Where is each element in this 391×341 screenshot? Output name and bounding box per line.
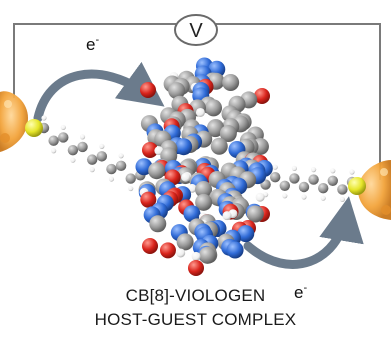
- hydrogen-atom: [128, 185, 134, 192]
- carbon-atom: [48, 135, 59, 146]
- carbon-atom: [86, 154, 98, 165]
- hydrogen-atom: [339, 196, 345, 202]
- oxygen-atom: [140, 82, 156, 98]
- sulfur-atom: [348, 177, 366, 195]
- electron-label-left: e-: [86, 34, 99, 54]
- carbon-atom: [219, 125, 237, 143]
- hydrogen-atom: [320, 195, 326, 201]
- nitrogen-atom: [237, 225, 255, 243]
- hydrogen-atom: [176, 248, 186, 258]
- caption-line-2: HOST-GUEST COMPLEX: [94, 310, 297, 329]
- carbon-atom: [195, 193, 213, 211]
- carbon-atom: [195, 180, 213, 198]
- hydrogen-atom: [349, 169, 355, 175]
- carbon-atom: [279, 180, 290, 191]
- oxygen-atom: [140, 191, 157, 208]
- carbon-atom: [289, 173, 300, 184]
- carbon-atom: [58, 132, 69, 143]
- carbon-atom: [270, 172, 281, 183]
- hydrogen-atom: [222, 211, 232, 221]
- sulfur-atom: [25, 119, 43, 137]
- oxygen-atom: [188, 260, 204, 276]
- hydrogen-atom: [99, 143, 105, 149]
- hydrogen-atom: [70, 157, 76, 163]
- carbon-atom: [168, 82, 186, 100]
- oxygen-atom: [142, 238, 158, 254]
- hydrogen-atom: [301, 194, 307, 200]
- carbon-atom: [148, 162, 166, 180]
- nitrogen-atom: [226, 241, 244, 259]
- hydrogen-atom: [282, 193, 288, 199]
- nitrogen-atom: [175, 138, 193, 156]
- voltmeter: V: [174, 14, 218, 46]
- right-electrode: [358, 160, 391, 220]
- thiol-anchors: [25, 119, 366, 195]
- carbon-atom: [246, 205, 264, 223]
- carbon-atom: [210, 137, 228, 155]
- hydrogen-atom: [51, 148, 57, 154]
- oxygen-atom: [254, 88, 270, 104]
- carbon-atom: [149, 215, 167, 233]
- hydrogen-atom: [89, 167, 95, 173]
- electron-arrow-right: [243, 196, 364, 269]
- carbon-atom: [318, 183, 329, 194]
- carbon-atom: [337, 184, 348, 195]
- carbon-atom: [106, 163, 117, 175]
- hydrogen-atom: [255, 192, 265, 202]
- carbon-atom: [298, 181, 310, 193]
- hydrogen-atom: [41, 115, 47, 121]
- oxygen-atom: [159, 242, 176, 259]
- left-electrode: [0, 91, 28, 152]
- hydrogen-atom: [79, 134, 86, 140]
- hydrogen-atom: [60, 124, 66, 131]
- carbon-atom: [67, 144, 79, 156]
- hydrogen-atom: [330, 168, 336, 174]
- hydrogen-atom: [118, 153, 124, 159]
- hydrogen-atom: [181, 172, 191, 182]
- carbon-atom: [198, 246, 216, 264]
- carbon-atom: [205, 99, 223, 117]
- carbon-atom: [327, 175, 338, 186]
- voltmeter-label: V: [189, 20, 203, 42]
- carbon-atom: [125, 173, 136, 184]
- hydrogen-atom: [195, 107, 205, 117]
- caption-line-1: CB[8]-VIOLOGEN: [125, 286, 266, 305]
- nitrogen-atom: [183, 205, 201, 223]
- hydrogen-atom: [272, 164, 278, 170]
- oxygen-atom: [142, 142, 158, 158]
- cucurbituril-host: [135, 57, 273, 276]
- carbon-atom: [115, 160, 127, 172]
- circuit-wire: [13, 23, 381, 180]
- carbon-atom: [176, 233, 194, 251]
- hydrogen-atom: [311, 167, 317, 173]
- carbon-atom: [96, 151, 108, 162]
- carbon-atom: [222, 74, 240, 92]
- electron-label-right: e-: [294, 282, 307, 302]
- carbon-atom: [206, 120, 224, 138]
- hydrogen-atom: [291, 165, 297, 171]
- carbon-atom: [308, 174, 319, 185]
- carbon-atom: [77, 141, 88, 153]
- hydrogen-atom: [108, 176, 115, 182]
- electron-arrow-left: [33, 61, 165, 123]
- hydrogen-atom: [191, 251, 201, 261]
